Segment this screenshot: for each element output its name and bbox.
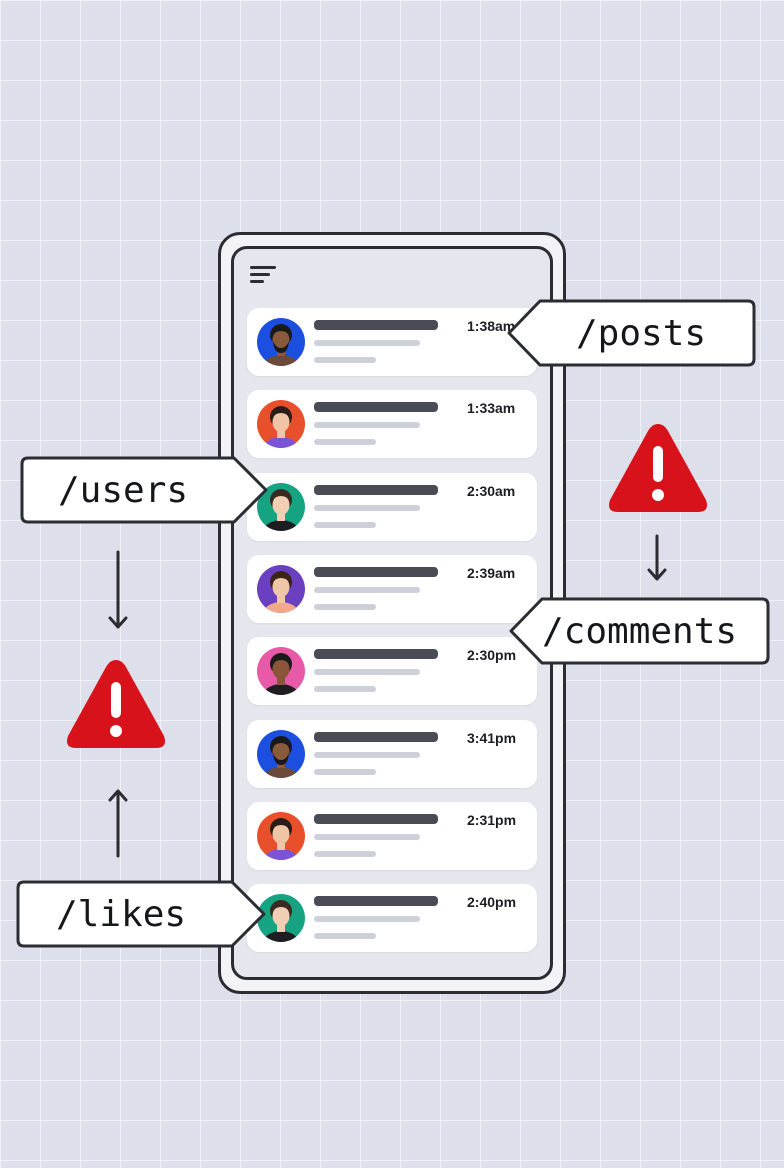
avatar[interactable]: [256, 646, 306, 696]
timestamp: 2:31pm: [467, 811, 517, 828]
feed-item[interactable]: 1:33am: [247, 390, 537, 459]
text-placeholder-line: [314, 731, 438, 742]
arrow-up-icon: [108, 789, 128, 858]
feed-item[interactable]: 2:40pm: [247, 884, 537, 953]
timestamp: 2:30am: [467, 482, 516, 499]
avatar[interactable]: [256, 729, 306, 779]
timestamp: 2:39am: [467, 564, 516, 581]
users-label-text: /users: [58, 469, 189, 511]
text-placeholder-line: [314, 768, 376, 775]
timestamp: 3:41pm: [467, 729, 517, 746]
text-placeholder-line: [314, 320, 438, 330]
text-placeholder-line: [314, 484, 438, 495]
text-placeholder-line: [314, 402, 438, 413]
timestamp: 2:40pm: [467, 894, 517, 911]
warning-icon: [609, 424, 707, 512]
users-label: /users: [20, 456, 270, 524]
text-placeholder-line: [314, 521, 376, 528]
text-placeholder-line: [314, 340, 420, 346]
text-placeholder-line: [314, 686, 376, 693]
text-placeholder-line: [314, 751, 420, 758]
text-placeholder-line: [314, 566, 438, 577]
text-placeholder-line: [314, 422, 420, 429]
comments-label-text: /comments: [542, 610, 738, 652]
arrow-down-icon: [647, 534, 667, 581]
feed-item[interactable]: 2:30pm: [247, 637, 537, 706]
feed-item[interactable]: 2:39am: [247, 554, 537, 623]
text-placeholder-line: [314, 896, 438, 907]
text-placeholder-line: [314, 669, 420, 676]
feed-item[interactable]: 2:30am: [247, 472, 537, 541]
text-placeholder-line: [314, 504, 420, 511]
avatar[interactable]: [256, 399, 306, 449]
text-placeholder-line: [314, 916, 420, 923]
feed-item[interactable]: 3:41pm: [247, 719, 537, 788]
avatar[interactable]: [256, 564, 306, 614]
text-placeholder-line: [314, 586, 420, 593]
timestamp: 1:33am: [467, 400, 516, 417]
posts-label-text: /posts: [576, 312, 707, 354]
warning-icon: [67, 660, 165, 748]
text-placeholder-line: [314, 813, 438, 824]
timestamp: 1:38am: [467, 318, 516, 334]
comments-label: /comments: [508, 597, 770, 665]
text-placeholder-line: [314, 850, 376, 857]
text-placeholder-line: [314, 439, 376, 446]
text-placeholder-line: [314, 357, 376, 363]
posts-label: /posts: [506, 299, 756, 367]
avatar[interactable]: [256, 482, 306, 532]
likes-label-text: /likes: [56, 893, 187, 935]
avatar[interactable]: [256, 893, 306, 943]
text-placeholder-line: [314, 649, 438, 660]
avatar[interactable]: [256, 317, 306, 367]
text-placeholder-line: [314, 833, 420, 840]
feed-item[interactable]: 2:31pm: [247, 801, 537, 870]
text-placeholder-line: [314, 603, 376, 610]
timestamp: 2:30pm: [467, 647, 517, 664]
arrow-down-icon: [108, 550, 128, 629]
menu-icon[interactable]: [250, 266, 278, 288]
avatar[interactable]: [256, 811, 306, 861]
feed-item[interactable]: 1:38am: [247, 308, 537, 376]
likes-label: /likes: [16, 880, 268, 948]
text-placeholder-line: [314, 933, 376, 940]
